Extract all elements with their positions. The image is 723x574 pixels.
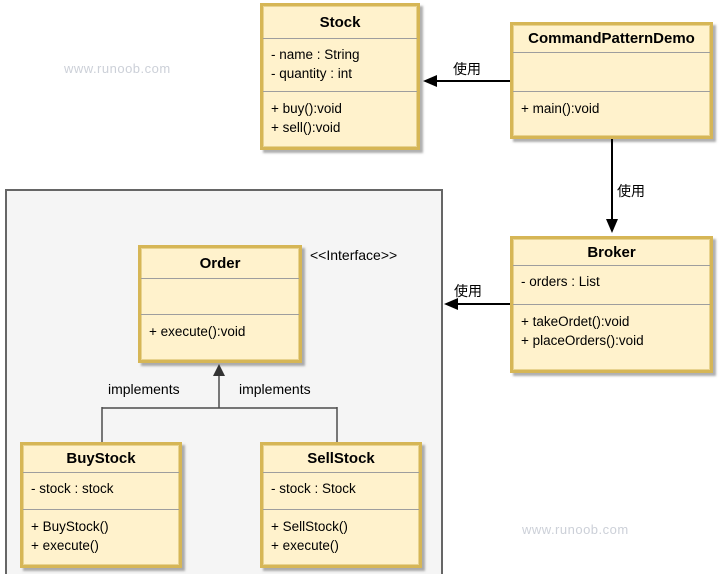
implements-label-right: implements [239,381,311,397]
class-order-methods: + execute():void [141,315,299,360]
class-command-pattern-demo: CommandPatternDemo + main():void [510,22,713,139]
class-sell-stock: SellStock - stock : Stock + SellStock() … [260,442,422,568]
class-command-pattern-demo-title: CommandPatternDemo [513,25,710,53]
class-broker-methods: + takeOrdet():void + placeOrders():void [513,305,710,370]
method: + execute() [31,538,99,553]
class-stock-attributes: - name : String - quantity : int [263,39,417,92]
class-stock-title: Stock [263,6,417,39]
class-sell-stock-attributes: - stock : Stock [263,473,419,510]
class-command-pattern-demo-attributes [513,53,710,92]
class-buy-stock-methods: + BuyStock() + execute() [23,510,179,565]
implements-label-left: implements [108,381,180,397]
uses-label-order: 使用 [454,283,482,299]
class-stock: Stock - name : String - quantity : int +… [260,3,420,150]
class-sell-stock-title: SellStock [263,445,419,473]
class-buy-stock: BuyStock - stock : stock + BuyStock() + … [20,442,182,568]
uses-label-broker: 使用 [617,183,645,199]
watermark-top: www.runoob.com [64,61,171,76]
method: + sell():void [271,120,341,135]
class-stock-methods: + buy():void + sell():void [263,92,417,147]
attribute: - stock : stock [31,481,114,496]
class-broker: Broker - orders : List + takeOrdet():voi… [510,236,713,373]
attribute: - quantity : int [271,66,353,81]
class-broker-title: Broker [513,239,710,266]
method: + BuyStock() [31,519,109,534]
class-order-attributes [141,279,299,315]
method: + takeOrdet():void [521,314,630,329]
class-sell-stock-methods: + SellStock() + execute() [263,510,419,565]
method: + execute() [271,538,339,553]
attribute: - stock : Stock [271,481,356,496]
method: + execute():void [149,324,246,339]
class-order-title: Order [141,248,299,279]
class-command-pattern-demo-methods: + main():void [513,92,710,136]
uses-label-stock: 使用 [453,61,481,77]
method: + SellStock() [271,519,348,534]
method: + main():void [521,101,600,116]
attribute: - orders : List [521,274,600,289]
interface-stereotype-label: <<Interface>> [310,247,398,263]
watermark-bottom: www.runoob.com [522,522,629,537]
class-buy-stock-title: BuyStock [23,445,179,473]
method: + buy():void [271,101,342,116]
method: + placeOrders():void [521,333,644,348]
class-order: Order + execute():void [138,245,302,363]
class-broker-attributes: - orders : List [513,266,710,305]
attribute: - name : String [271,47,360,62]
class-buy-stock-attributes: - stock : stock [23,473,179,510]
